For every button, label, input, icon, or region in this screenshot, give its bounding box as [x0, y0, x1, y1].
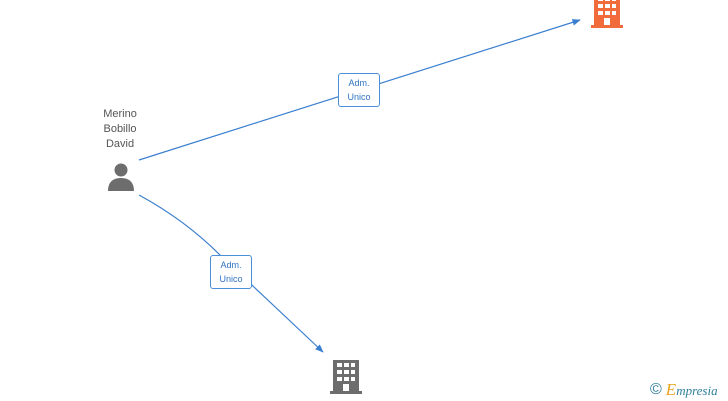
relation-label-line: Adm. [220, 260, 242, 270]
brand-rest: mpresia [676, 383, 718, 398]
edge-to-company-bottom [138, 194, 324, 353]
relation-label[interactable]: Adm. Unico [210, 255, 252, 289]
person-name-line: David [105, 138, 135, 150]
person-icon[interactable] [106, 162, 136, 192]
relation-label-line: Unico [347, 92, 371, 102]
watermark: © Empresia [650, 379, 718, 401]
person-name-line: Bobillo [103, 123, 137, 135]
building-icon[interactable] [330, 360, 362, 394]
relation-label[interactable]: Adm. Unico [338, 73, 380, 107]
brand-logo: Empresia [666, 380, 718, 400]
person-name-line: Merino [103, 108, 137, 120]
copyright-icon: © [650, 381, 662, 398]
relation-label-line: Unico [219, 274, 243, 284]
building-icon[interactable] [591, 0, 623, 28]
person-name: Merino Bobillo David [84, 107, 156, 152]
relation-label-line: Adm. [348, 78, 370, 88]
brand-initial: E [665, 380, 677, 399]
